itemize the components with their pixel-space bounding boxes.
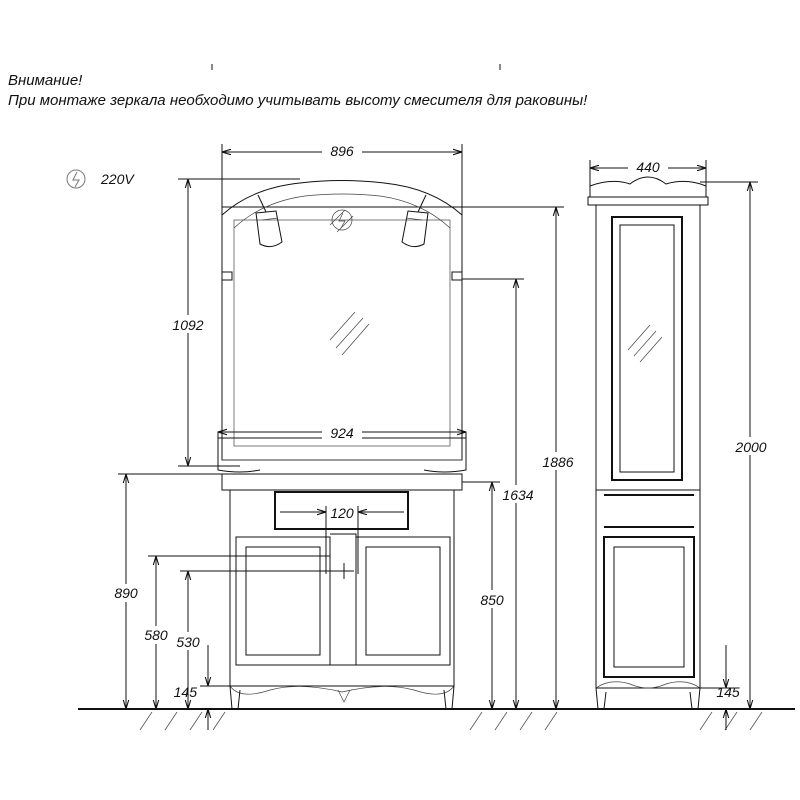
lamp-left-icon <box>255 194 283 248</box>
dim-faucet-spacing: 120 <box>280 505 404 574</box>
svg-text:120: 120 <box>330 505 354 521</box>
svg-text:530: 530 <box>176 634 200 650</box>
dim-lamp-height: 1886 <box>430 206 578 709</box>
dim-shelf-width: 924 <box>218 424 466 441</box>
svg-text:2000: 2000 <box>734 439 766 455</box>
svg-text:145: 145 <box>174 684 198 700</box>
dim-mirror-width: 896 <box>221 142 463 207</box>
svg-text:890: 890 <box>114 585 138 601</box>
svg-text:924: 924 <box>330 425 354 441</box>
power-icon <box>66 169 86 189</box>
svg-text:850: 850 <box>480 592 504 608</box>
top-ticks <box>211 64 501 70</box>
svg-text:896: 896 <box>330 143 354 159</box>
dim-counter-height: 890 <box>108 473 222 709</box>
svg-text:145: 145 <box>716 684 740 700</box>
svg-text:1886: 1886 <box>542 454 573 470</box>
floor-line <box>78 708 795 731</box>
dim-cabinet-height: 850 <box>462 481 508 709</box>
mirror <box>221 180 463 461</box>
svg-text:580: 580 <box>144 627 168 643</box>
svg-text:440: 440 <box>636 159 660 175</box>
power-label: 220V <box>100 171 135 187</box>
notice-title: Внимание! <box>8 72 83 89</box>
column-cabinet <box>587 176 709 710</box>
dim-column-height: 2000 <box>700 181 772 709</box>
dim-leg-height-column: 145 <box>696 645 740 730</box>
notice-text: При монтаже зеркала необходимо учитывать… <box>8 92 588 109</box>
dim-shelf-height: 1634 <box>462 278 540 709</box>
lamp-right-icon <box>401 194 429 248</box>
dim-mirror-height: 1092 <box>170 178 300 467</box>
svg-text:1092: 1092 <box>172 317 203 333</box>
svg-text:1634: 1634 <box>502 487 533 503</box>
dim-leg-height-cabinet: 145 <box>174 645 232 730</box>
dim-faucet-height: 580 <box>138 555 330 709</box>
dim-column-width: 440 <box>589 158 707 190</box>
dim-drain-height: 530 <box>170 563 354 709</box>
